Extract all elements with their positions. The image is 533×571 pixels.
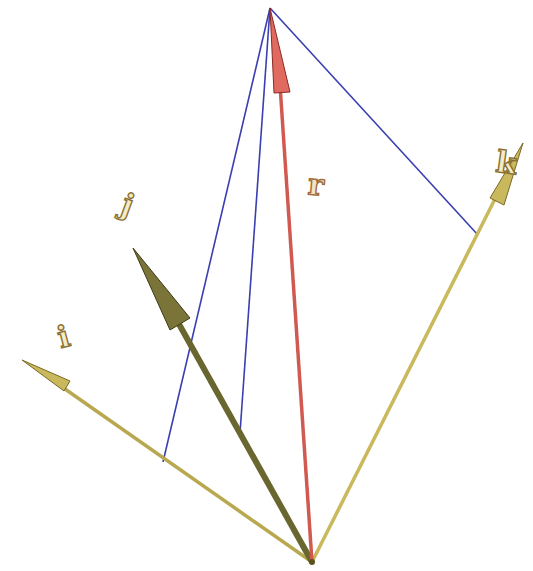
r-vector [270, 8, 312, 562]
vector-label: i [54, 321, 73, 353]
origin [309, 559, 315, 565]
vector-label: k [494, 147, 519, 180]
vector-label: j [117, 189, 137, 221]
projection-lines [163, 8, 478, 462]
i-axis [22, 360, 312, 562]
j-axis [133, 248, 312, 562]
vector-label: r [307, 169, 325, 200]
k-axis [312, 143, 523, 562]
